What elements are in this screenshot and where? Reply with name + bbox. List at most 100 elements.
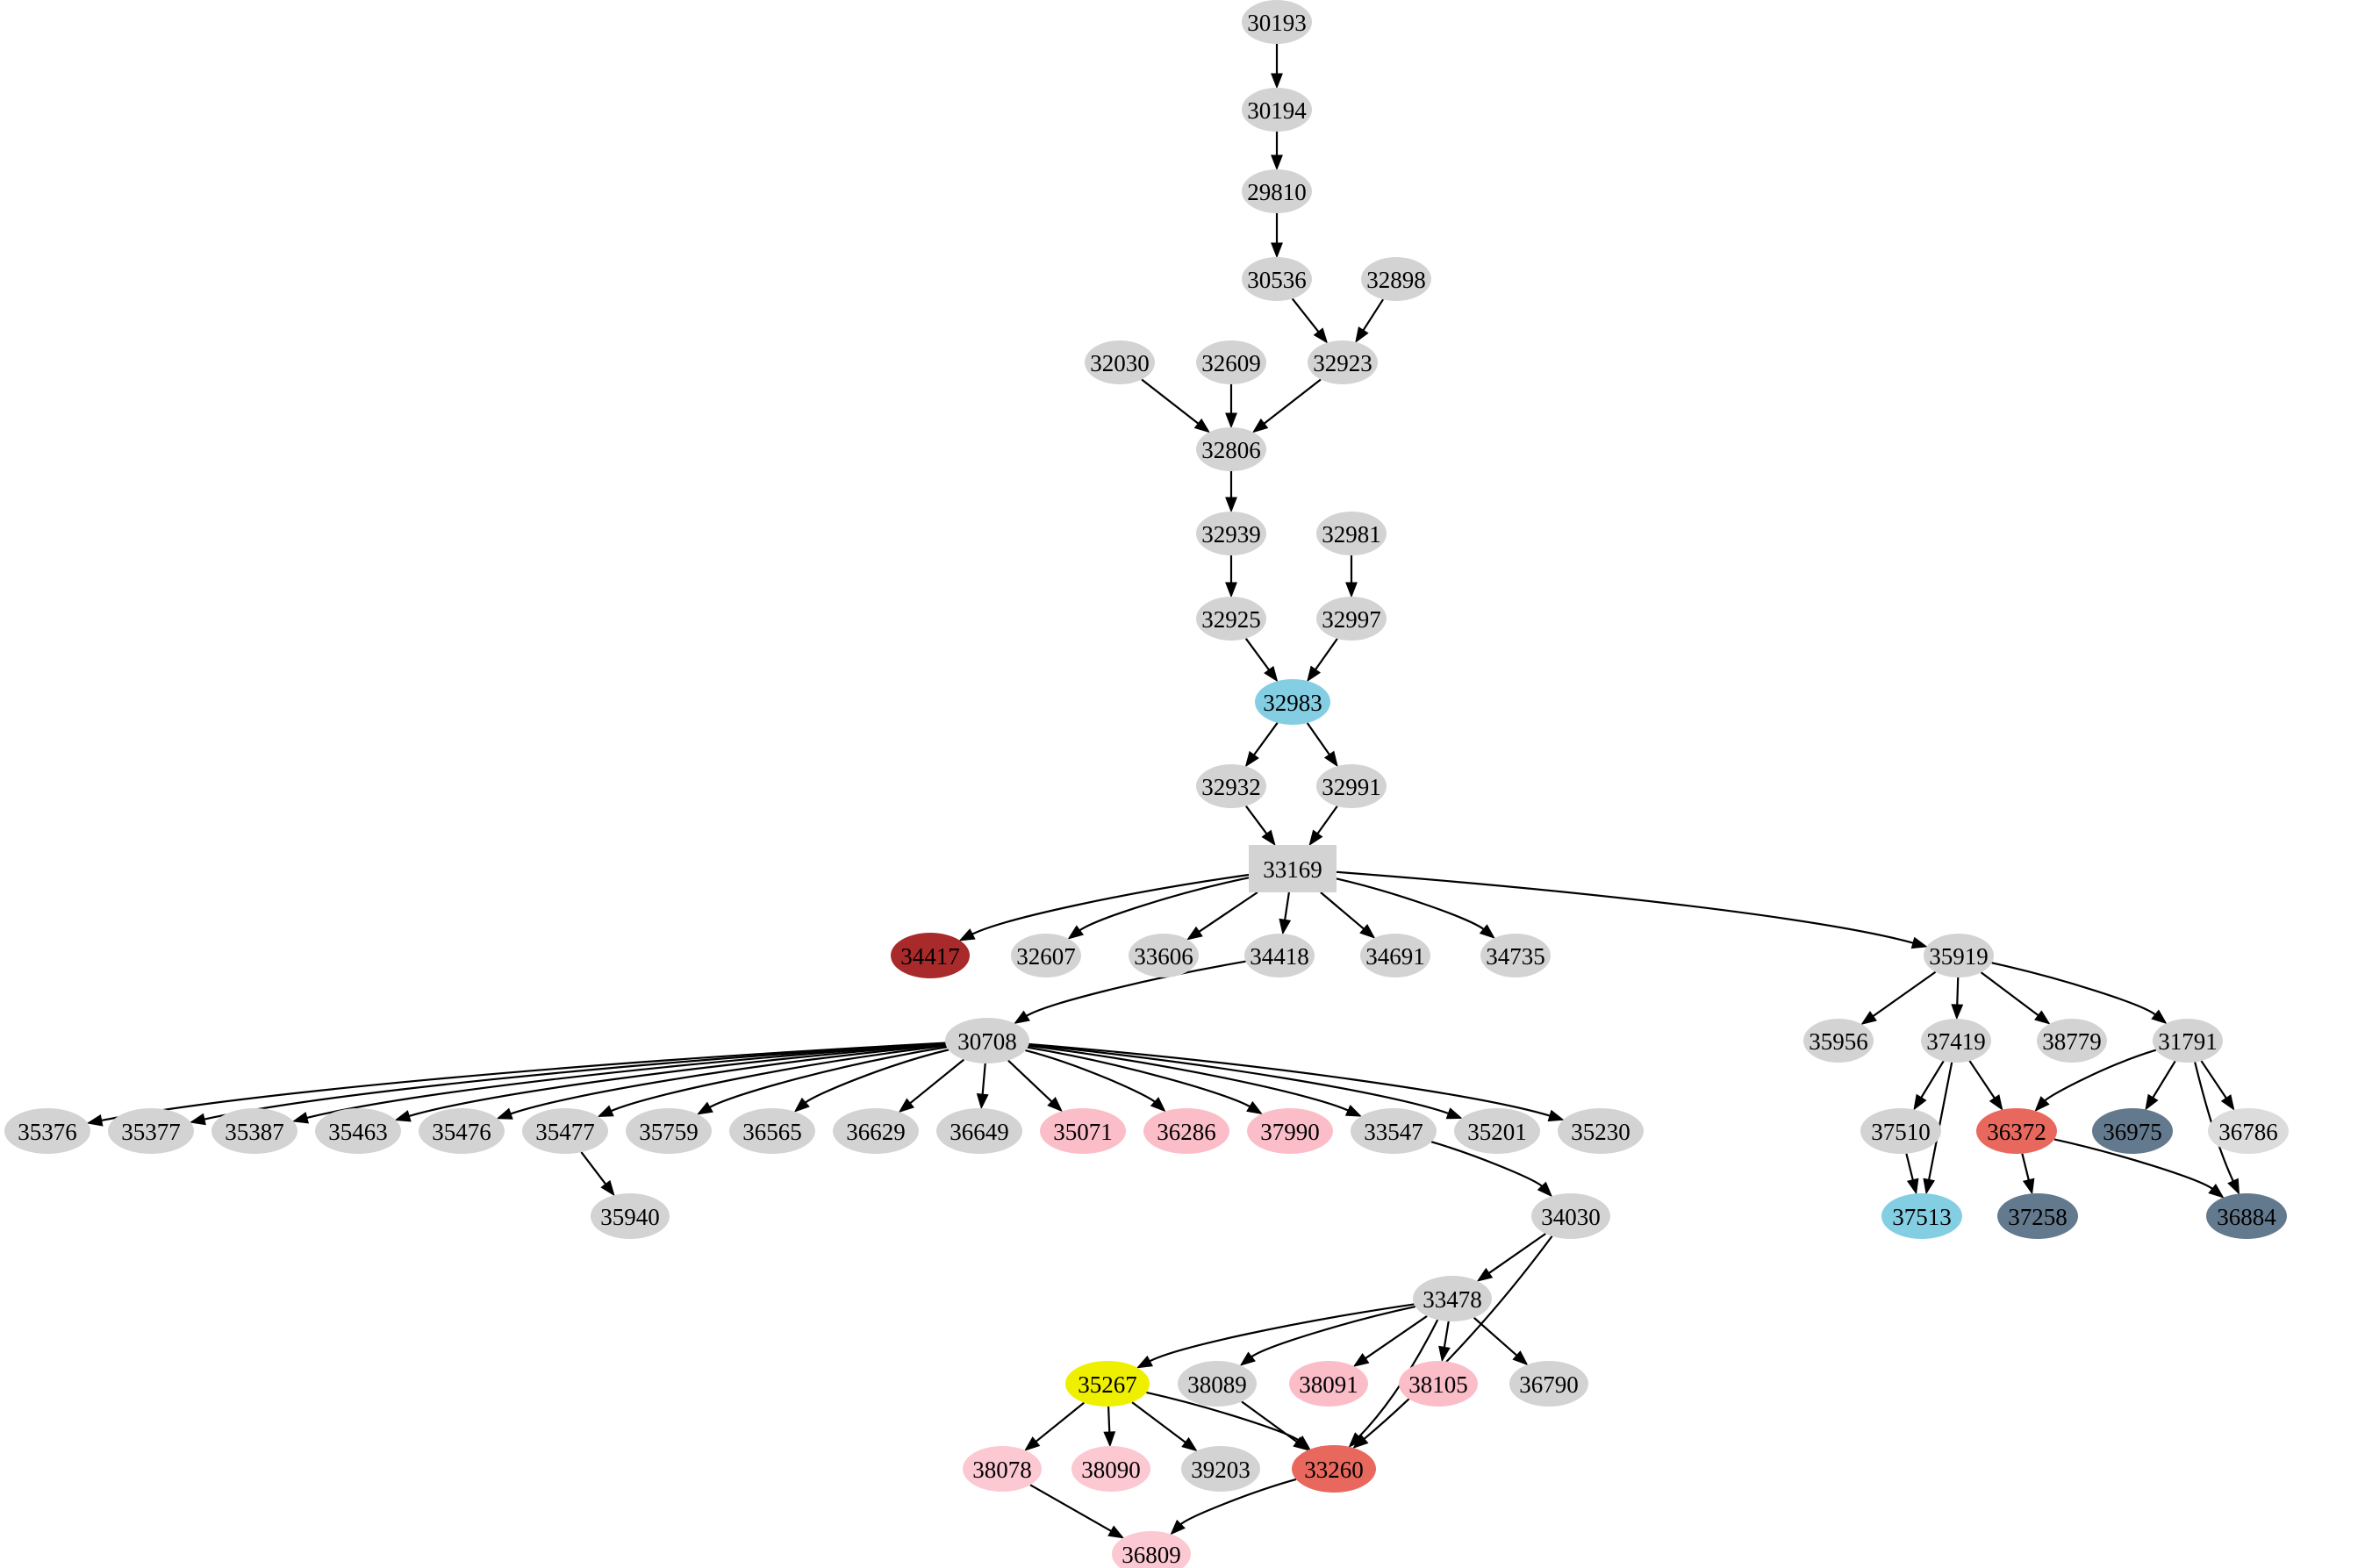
graph-node[interactable]: 34030 [1531,1193,1610,1239]
graph-node[interactable]: 32925 [1196,597,1266,641]
graph-node[interactable]: 35376 [4,1108,90,1154]
node-ellipse[interactable] [1065,1361,1150,1407]
node-ellipse[interactable] [626,1108,712,1154]
node-ellipse[interactable] [1196,512,1266,555]
graph-node[interactable]: 34417 [891,933,970,978]
node-ellipse[interactable] [1196,340,1266,384]
node-ellipse[interactable] [1129,934,1199,977]
node-ellipse[interactable] [1316,597,1387,641]
graph-node[interactable]: 36790 [1509,1361,1588,1407]
graph-node[interactable]: 35201 [1454,1108,1540,1154]
node-ellipse[interactable] [936,1108,1022,1154]
graph-node[interactable]: 36975 [2092,1108,2173,1154]
graph-node[interactable]: 32609 [1196,340,1266,384]
node-ellipse[interactable] [315,1108,401,1154]
graph-node[interactable]: 36629 [833,1108,919,1154]
node-ellipse[interactable] [1247,1108,1333,1154]
node-ellipse[interactable] [1181,1446,1260,1492]
node-ellipse[interactable] [1040,1108,1126,1154]
node-ellipse[interactable] [1308,340,1378,384]
graph-node[interactable]: 32607 [1011,934,1081,977]
graph-node[interactable]: 35476 [419,1108,505,1154]
node-ellipse[interactable] [1480,934,1551,977]
graph-node[interactable]: 38090 [1071,1446,1150,1492]
graph-node[interactable]: 29810 [1242,169,1312,213]
graph-node[interactable]: 36286 [1143,1108,1229,1154]
graph-node[interactable]: 32030 [1085,340,1155,384]
graph-node[interactable]: 37258 [1997,1193,2078,1239]
graph-node[interactable]: 35377 [108,1108,194,1154]
graph-node[interactable]: 35759 [626,1108,712,1154]
graph-node[interactable]: 32898 [1361,257,1431,301]
node-ellipse[interactable] [211,1108,297,1154]
graph-node[interactable]: 35267 [1065,1361,1150,1407]
node-ellipse[interactable] [2208,1108,2289,1154]
node-ellipse[interactable] [2037,1019,2107,1063]
graph-node[interactable]: 33169 [1249,845,1337,892]
graph-node[interactable]: 30193 [1242,0,1312,44]
graph-node[interactable]: 36809 [1112,1531,1191,1568]
node-ellipse[interactable] [1399,1361,1478,1407]
node-rect[interactable] [1249,845,1337,892]
node-ellipse[interactable] [1997,1193,2078,1239]
node-ellipse[interactable] [1255,679,1330,725]
graph-node[interactable]: 32939 [1196,512,1266,555]
graph-node[interactable]: 32932 [1196,764,1266,808]
graph-node[interactable]: 38105 [1399,1361,1478,1407]
graph-node[interactable]: 36372 [1976,1108,2057,1154]
graph-node[interactable]: 32923 [1308,340,1378,384]
graph-node[interactable]: 37990 [1247,1108,1333,1154]
node-ellipse[interactable] [891,933,970,978]
graph-node[interactable]: 32997 [1316,597,1387,641]
node-ellipse[interactable] [419,1108,505,1154]
graph-node[interactable]: 35230 [1558,1108,1644,1154]
node-ellipse[interactable] [591,1193,670,1239]
node-ellipse[interactable] [2092,1108,2173,1154]
node-ellipse[interactable] [522,1108,608,1154]
graph-node[interactable]: 35387 [211,1108,297,1154]
graph-node[interactable]: 39203 [1181,1446,1260,1492]
graph-node[interactable]: 31791 [2153,1019,2223,1063]
graph-node[interactable]: 35477 [522,1108,608,1154]
node-ellipse[interactable] [1361,257,1431,301]
node-ellipse[interactable] [1242,0,1312,44]
graph-node[interactable]: 32991 [1316,764,1387,808]
node-ellipse[interactable] [108,1108,194,1154]
graph-node[interactable]: 37510 [1860,1108,1941,1154]
graph-node[interactable]: 33547 [1351,1108,1437,1154]
graph-node[interactable]: 38779 [2037,1019,2107,1063]
node-ellipse[interactable] [1413,1276,1492,1321]
node-ellipse[interactable] [1351,1108,1437,1154]
node-ellipse[interactable] [1178,1361,1257,1407]
node-ellipse[interactable] [1011,934,1081,977]
graph-node[interactable]: 35071 [1040,1108,1126,1154]
graph-node[interactable]: 35463 [315,1108,401,1154]
node-ellipse[interactable] [1316,512,1387,555]
node-ellipse[interactable] [1071,1446,1150,1492]
node-ellipse[interactable] [1244,934,1315,977]
graph-node[interactable]: 33260 [1292,1445,1376,1493]
node-ellipse[interactable] [1242,88,1312,132]
graph-node[interactable]: 38091 [1289,1361,1368,1407]
graph-node[interactable]: 30536 [1242,257,1312,301]
graph-node[interactable]: 32981 [1316,512,1387,555]
node-ellipse[interactable] [1976,1108,2057,1154]
graph-node[interactable]: 35940 [591,1193,670,1239]
graph-node[interactable]: 34735 [1480,934,1551,977]
graph-node[interactable]: 36786 [2208,1108,2289,1154]
node-ellipse[interactable] [1316,764,1387,808]
graph-node[interactable]: 35919 [1924,934,1994,977]
node-ellipse[interactable] [1360,934,1430,977]
node-ellipse[interactable] [963,1446,1042,1492]
node-ellipse[interactable] [1289,1361,1368,1407]
graph-node[interactable]: 32983 [1255,679,1330,725]
graph-node[interactable]: 38078 [963,1446,1042,1492]
graph-node[interactable]: 34691 [1360,934,1430,977]
graph-node[interactable]: 37419 [1921,1019,1991,1063]
node-ellipse[interactable] [1881,1193,1962,1239]
node-ellipse[interactable] [4,1108,90,1154]
node-ellipse[interactable] [1196,764,1266,808]
node-ellipse[interactable] [945,1018,1029,1063]
node-ellipse[interactable] [1196,597,1266,641]
node-ellipse[interactable] [1292,1445,1376,1493]
